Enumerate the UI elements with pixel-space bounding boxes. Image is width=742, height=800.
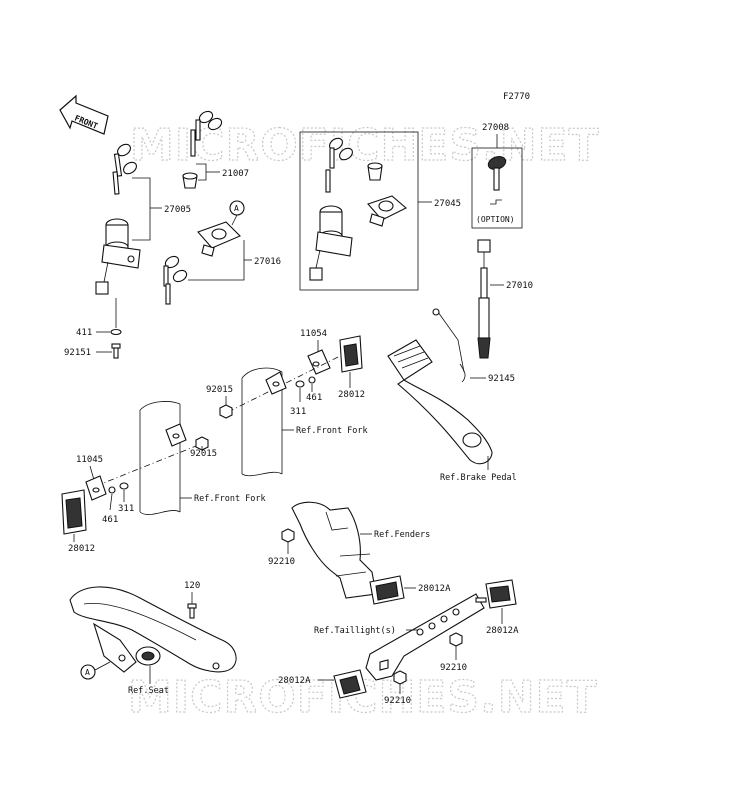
washer-311-bottom-icon [119, 482, 129, 490]
nut-92210-bottom-icon [393, 670, 407, 685]
bolt-120-icon [187, 603, 197, 619]
switch-27010-icon [477, 239, 491, 359]
lock-set-27045-icon [309, 137, 407, 281]
ignition-key-pair-icon [112, 143, 137, 195]
label-92015-top: 92015 [206, 385, 233, 395]
bolt-right-icon [475, 597, 487, 603]
label-27016: 27016 [254, 257, 281, 267]
label-27008: 27008 [482, 123, 509, 133]
label-92145: 92145 [488, 374, 515, 384]
ref-taillight: Ref.Taillight(s) [314, 626, 396, 636]
bolt-92151-icon [111, 343, 121, 359]
option-note: (OPTION) [476, 215, 515, 224]
label-461-bottom: 461 [102, 515, 118, 525]
label-27005: 27005 [164, 205, 191, 215]
ignition-switch-icon [95, 218, 141, 295]
front-arrow-icon: FRONT [59, 94, 109, 135]
label-21007: 21007 [222, 169, 249, 179]
reflector-28012-top-icon [339, 335, 363, 373]
label-28012-bottom: 28012 [68, 544, 95, 554]
label-28012A-right: 28012A [486, 626, 519, 636]
label-311-top: 311 [290, 407, 306, 417]
fender-bracket-icon [291, 501, 377, 599]
label-27010: 27010 [506, 281, 533, 291]
label-92151: 92151 [64, 348, 91, 358]
ref-front-fork-1: Ref.Front Fork [296, 426, 368, 436]
ref-brake-pedal: Ref.Brake Pedal [440, 473, 517, 483]
label-11045: 11045 [76, 455, 103, 465]
bracket-11045-icon [85, 475, 107, 501]
label-28012A-middle: 28012A [418, 584, 451, 594]
group-box-27045 [299, 131, 419, 291]
nut-92015-bottom-icon [195, 436, 209, 451]
label-28012-top: 28012 [338, 390, 365, 400]
nut-461-bottom-icon [108, 486, 116, 494]
reflector-28012A-right-icon [485, 579, 517, 609]
label-27045: 27045 [434, 199, 461, 209]
seat-grab-rail-icon [69, 586, 237, 673]
reflector-28012-bottom-icon [61, 489, 87, 535]
brake-pedal-icon [387, 308, 493, 465]
bracket-11054-icon [307, 349, 331, 375]
callout-a-bottom [80, 664, 96, 680]
reflector-28012A-bottom-icon [333, 669, 367, 699]
nut-461-top-icon [308, 376, 316, 384]
label-311-bottom: 311 [118, 504, 134, 514]
watermark-top: MICROFICHES.NET [130, 120, 600, 171]
label-28012A-bottom: 28012A [278, 676, 311, 686]
washer-411-icon [110, 328, 122, 336]
reflector-28012A-middle-icon [369, 575, 405, 605]
label-120: 120 [184, 581, 200, 591]
ref-front-fork-2: Ref.Front Fork [194, 494, 266, 504]
nut-92015-top-icon [219, 404, 233, 419]
label-11054: 11054 [300, 329, 327, 339]
front-fork-upper-icon [241, 367, 287, 477]
label-92015-bottom: 92015 [190, 449, 217, 459]
ref-fenders: Ref.Fenders [374, 530, 430, 540]
nut-92210-right-icon [449, 632, 463, 647]
figure-code: F2770 [503, 92, 530, 102]
label-92210-bottom: 92210 [384, 696, 411, 706]
label-411: 411 [76, 328, 92, 338]
nut-92210-left-icon [281, 528, 295, 543]
front-fork-lower-icon [139, 401, 187, 515]
label-92210-left: 92210 [268, 557, 295, 567]
label-461-top: 461 [306, 393, 322, 403]
label-92210-right: 92210 [440, 663, 467, 673]
callout-a-top-label: A [234, 204, 239, 213]
taillight-bracket-icon [365, 593, 485, 681]
group-box-27008 [471, 147, 523, 229]
callout-a-bottom-label: A [85, 668, 90, 677]
lock-set-27016-icon [163, 221, 241, 305]
washer-311-top-icon [295, 380, 305, 388]
ref-seat: Ref.Seat [128, 686, 169, 696]
key-pair-21007-icon [182, 110, 223, 189]
key-27008-icon [487, 156, 507, 205]
